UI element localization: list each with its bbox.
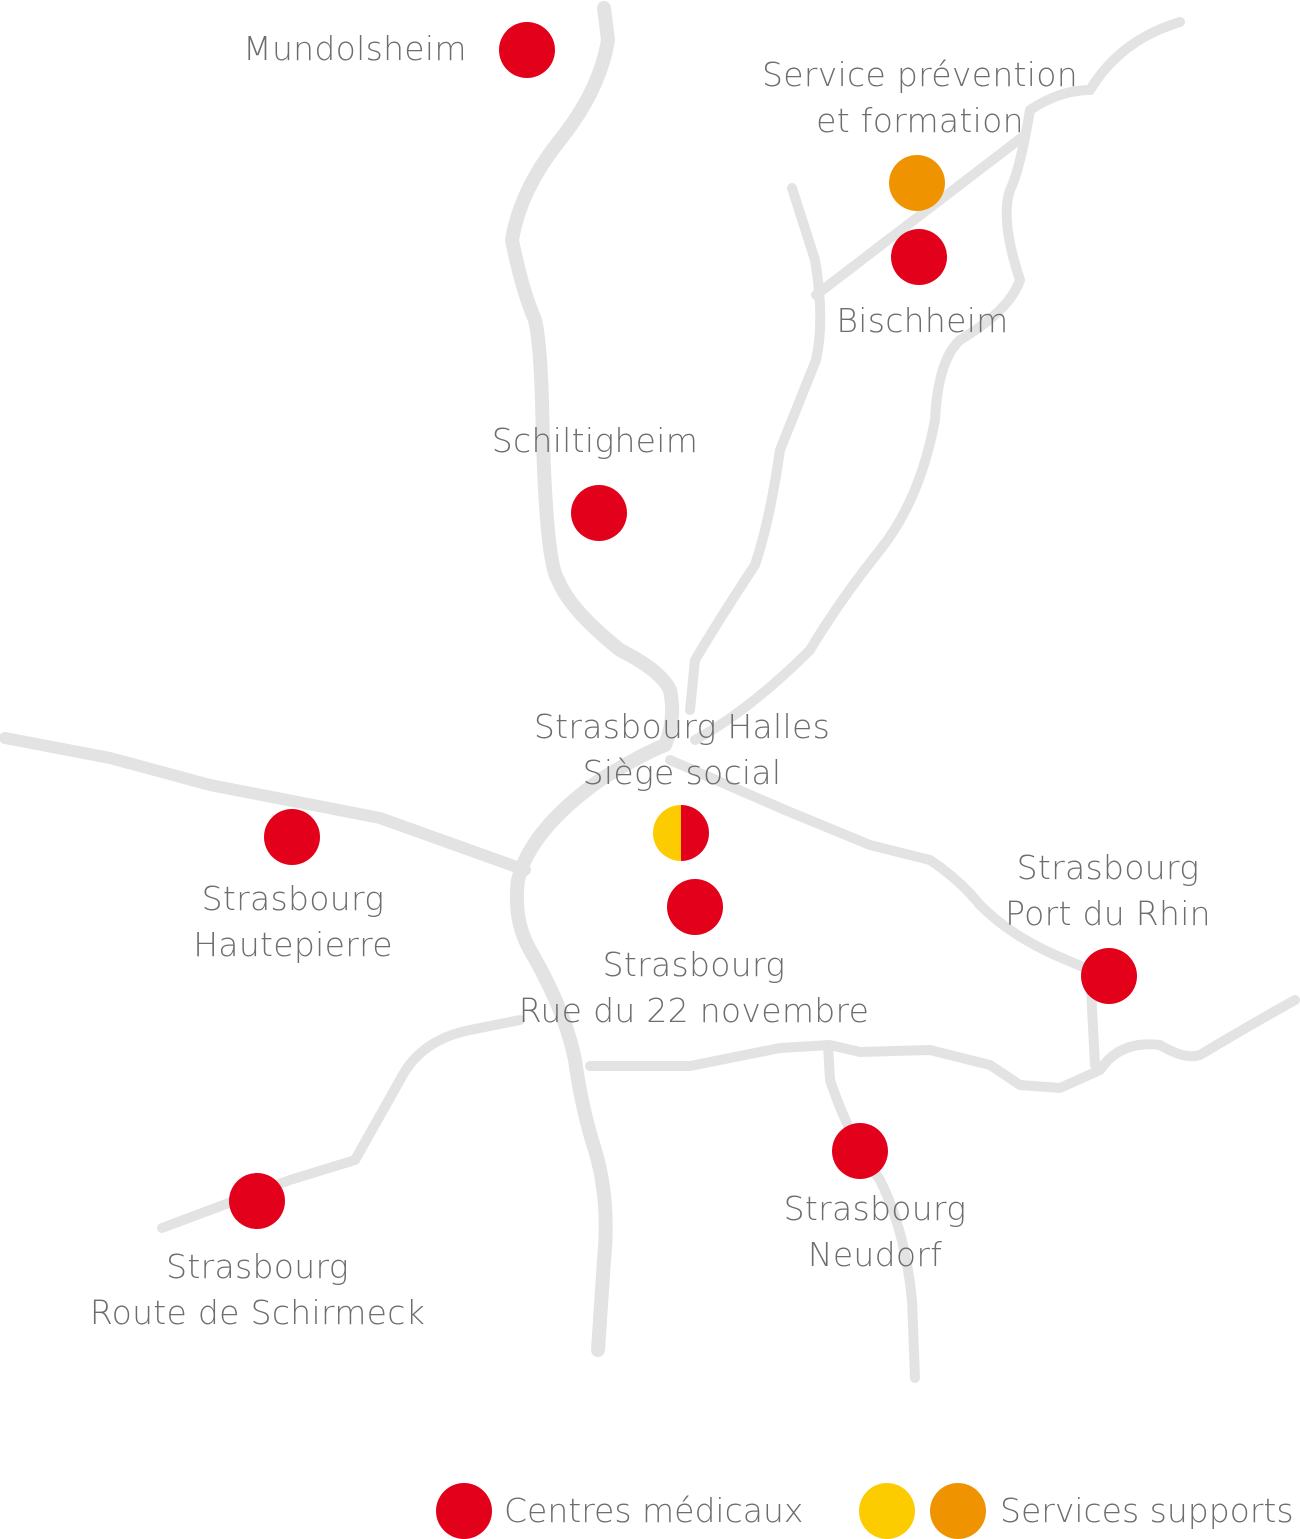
label-rue-22-novembre: Strasbourg Rue du 22 novembre bbox=[518, 945, 870, 1030]
marker-neudorf[interactable] bbox=[832, 1123, 888, 1179]
marker-service-prevention[interactable] bbox=[889, 155, 945, 211]
marker-rue-22-novembre[interactable] bbox=[667, 879, 723, 935]
road-north-center bbox=[685, 183, 826, 715]
road-neudorf bbox=[823, 1040, 920, 1383]
marker-port-du-rhin[interactable] bbox=[1081, 948, 1137, 1004]
legend-support-orange-dot bbox=[930, 1483, 986, 1539]
road-south-east bbox=[585, 995, 1300, 1093]
label-halles: Strasbourg Halles Siège social bbox=[533, 707, 831, 792]
marker-bischheim[interactable] bbox=[891, 229, 947, 285]
marker-schiltigheim[interactable] bbox=[571, 485, 627, 541]
legend-support-label: Services supports bbox=[1000, 1491, 1294, 1530]
main-road bbox=[505, 1, 680, 1357]
label-service-prevention: Service prévention et formation bbox=[762, 55, 1078, 140]
road-bischheim-branch bbox=[811, 130, 1030, 300]
marker-hautepierre[interactable] bbox=[264, 809, 320, 865]
road-south bbox=[157, 1015, 525, 1233]
road-west bbox=[0, 732, 531, 876]
label-neudorf: Strasbourg Neudorf bbox=[783, 1189, 967, 1274]
marker-halles[interactable] bbox=[653, 805, 709, 861]
marker-route-de-schirmeck[interactable] bbox=[229, 1173, 285, 1229]
label-port-du-rhin: Strasbourg Port du Rhin bbox=[1005, 848, 1211, 933]
legend-medical-label: Centres médicaux bbox=[504, 1491, 804, 1530]
road-east bbox=[665, 755, 1100, 1070]
label-bischheim: Bischheim bbox=[836, 301, 1009, 340]
marker-mundolsheim[interactable] bbox=[499, 22, 555, 78]
label-schiltigheim: Schiltigheim bbox=[491, 421, 699, 460]
label-hautepierre: Strasbourg Hautepierre bbox=[193, 879, 393, 964]
legend-support-yellow-dot bbox=[859, 1483, 915, 1539]
label-mundolsheim: Mundolsheim bbox=[243, 29, 467, 68]
label-route-de-schirmeck: Strasbourg Route de Schirmeck bbox=[89, 1247, 426, 1332]
road-northeast bbox=[690, 17, 1185, 745]
legend-medical-dot bbox=[436, 1483, 492, 1539]
